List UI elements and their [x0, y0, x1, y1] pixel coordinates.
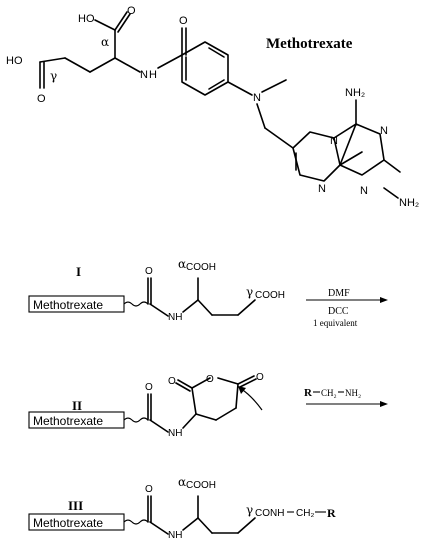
step-I-alpha-group: COOH: [186, 262, 216, 273]
step-II-roman: II: [72, 398, 82, 413]
step-I-gamma: γ: [246, 285, 253, 299]
step-II-arrowhead: [380, 401, 388, 407]
attack-arrowhead: [238, 386, 246, 394]
step-II-wavy-bond: [123, 417, 149, 423]
gamma-marker: γ: [50, 69, 57, 83]
alpha-carbonyl-o: O: [127, 5, 136, 17]
molecule-title: Methotrexate: [266, 36, 353, 52]
step-I-carbonyl-o: O: [145, 266, 153, 277]
nh2-bottom: NH₂: [399, 197, 419, 209]
step-III: III Methotrexate O NH α COOH γ CONH CH₂ …: [28, 475, 336, 541]
attack-arrow: [239, 387, 263, 411]
step-II: II Methotrexate O NH O O O: [28, 372, 388, 439]
pteridine-n3: N: [380, 125, 388, 137]
step-II-carbonyl-o: O: [145, 382, 153, 393]
step-I-gamma-group: COOH: [255, 290, 285, 301]
amide-carbonyl-o: O: [179, 15, 188, 27]
pteridine-n2: N: [318, 183, 326, 195]
step-I-roman: I: [76, 264, 81, 279]
pteridine-n4: N: [360, 185, 368, 197]
step-I-reagent-mid: DCC: [328, 306, 349, 317]
step-III-ch2: CH₂: [296, 508, 314, 519]
step-III-wavy-bond: [123, 519, 149, 525]
step-II-reagent-nh2: NH₂: [345, 388, 361, 398]
methotrexate-structure: HO O α γ HO O N H O: [6, 5, 419, 209]
step-I-arrowhead: [380, 297, 388, 303]
step-I-alpha: α: [178, 257, 186, 271]
alpha-oh-label: HO: [78, 13, 95, 25]
step-III-box-label: Methotrexate: [33, 516, 103, 530]
ring-carbonyl-o-left: O: [168, 376, 176, 387]
step-III-alpha-group: COOH: [186, 480, 216, 491]
step-II-reagent-r: R: [304, 387, 313, 399]
anhydride-ring: O O O: [168, 372, 264, 421]
benzene-ring: [181, 41, 229, 96]
nh2-top: NH₂: [345, 87, 365, 99]
step-II-nh: NH: [168, 428, 182, 439]
step-II-box-label: Methotrexate: [33, 414, 103, 428]
pteridine-n1: N: [330, 135, 338, 147]
step-I-reagent-bottom: 1 equivalent: [313, 318, 358, 328]
step-I-wavy-bond: [123, 301, 149, 307]
alpha-marker: α: [101, 35, 109, 49]
step-III-roman: III: [68, 498, 83, 513]
gamma-oh-label: HO: [6, 55, 23, 67]
ring-o: O: [206, 374, 214, 385]
step-III-r: R: [327, 506, 336, 520]
step-I: I Methotrexate O NH α COOH γ COOH DMF DC…: [28, 257, 388, 328]
step-III-gamma: γ: [246, 503, 253, 517]
step-III-gamma-group: CONH: [255, 508, 284, 519]
amide-n: N: [140, 69, 148, 81]
step-III-alpha: α: [178, 475, 186, 489]
pteridine-ring: N N N N: [292, 123, 388, 197]
amine-n: N: [253, 92, 261, 104]
ring-carbonyl-o-right: O: [256, 372, 264, 383]
step-I-nh: NH: [168, 312, 182, 323]
step-I-box-label: Methotrexate: [33, 298, 103, 312]
step-III-nh: NH: [168, 530, 182, 541]
step-I-reagent-top: DMF: [328, 288, 350, 299]
step-III-carbonyl-o: O: [145, 484, 153, 495]
step-II-reagent-ch2: CH₂: [321, 388, 337, 398]
amide-h: H: [149, 69, 157, 81]
gamma-carbonyl-o: O: [37, 93, 46, 105]
